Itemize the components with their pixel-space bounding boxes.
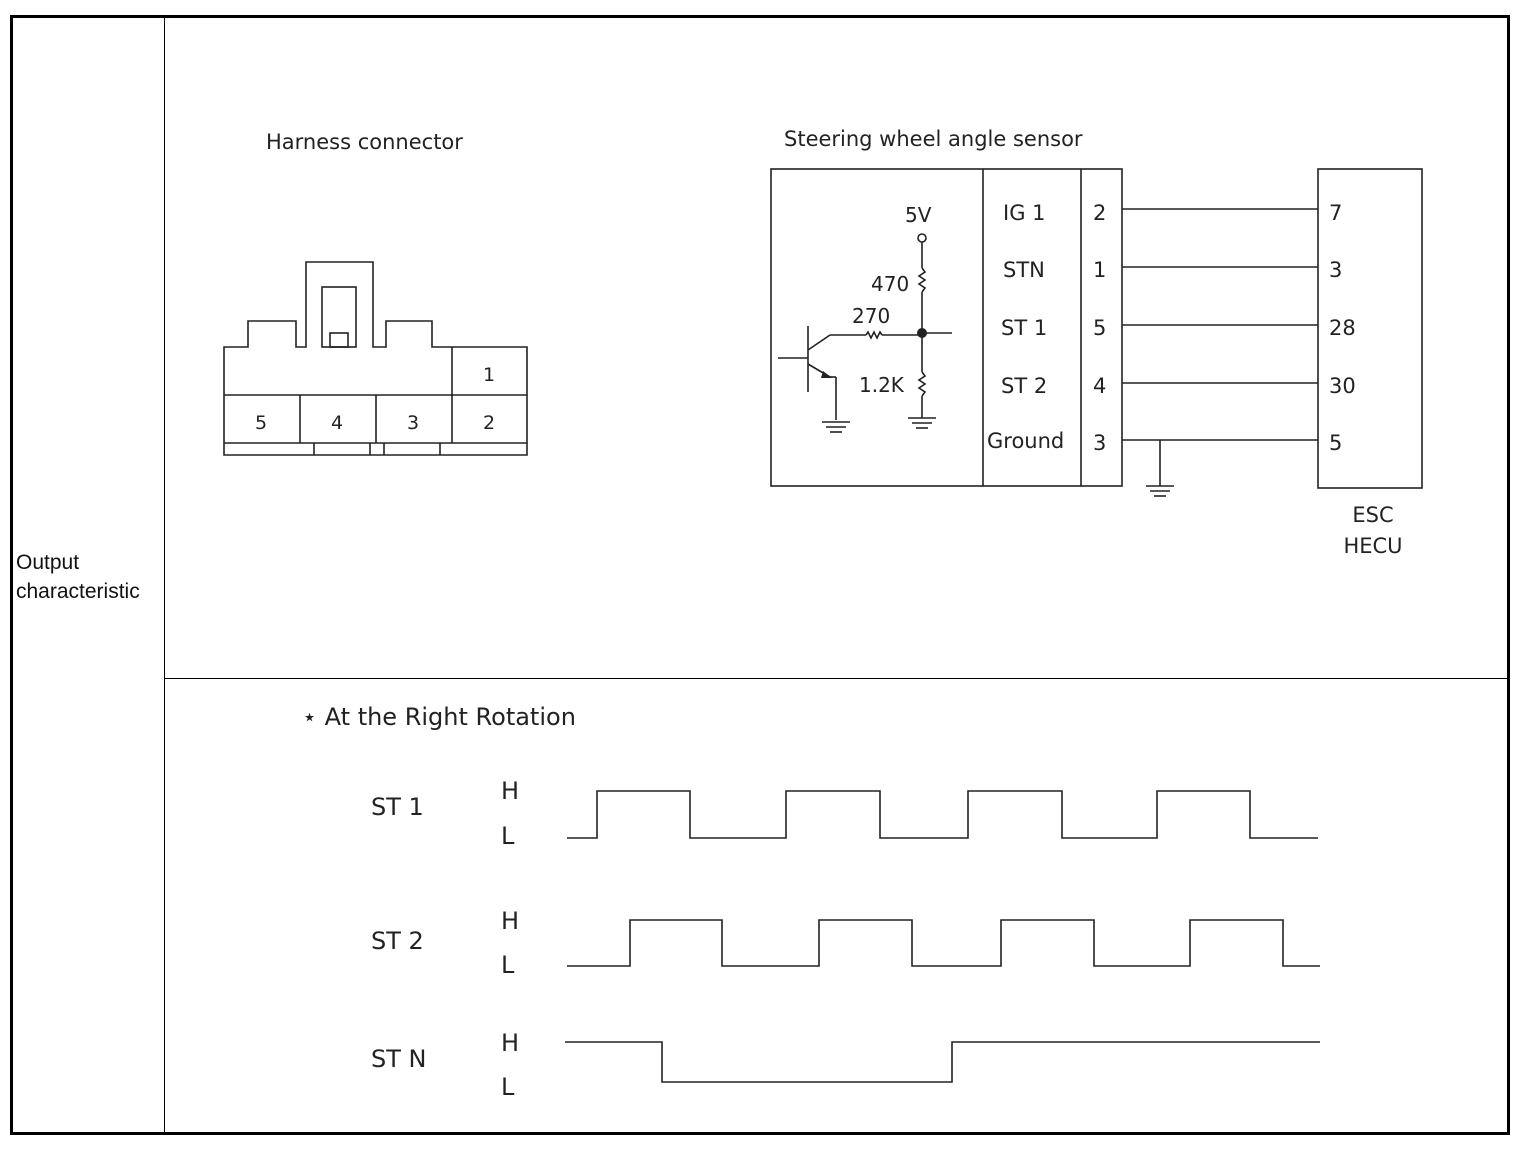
ground-icon — [822, 421, 850, 433]
timing-row-st1: ST 1 H L — [371, 777, 1318, 850]
signal-name: ST N — [371, 1045, 426, 1073]
signal-row-stn: STN 1 3 — [1003, 258, 1342, 282]
signal-name: Ground — [987, 429, 1064, 453]
low-label: L — [501, 822, 515, 850]
timing-title: ⋆ At the Right Rotation — [302, 703, 576, 731]
signal-name: ST 2 — [371, 927, 424, 955]
signal-name: STN — [1003, 258, 1045, 282]
resistor-1-2k — [917, 371, 927, 397]
high-label: H — [501, 907, 519, 935]
high-label: H — [501, 777, 519, 805]
signal-name: ST 2 — [1001, 374, 1047, 398]
timing-row-st2: ST 2 H L — [371, 907, 1320, 979]
waveform — [567, 790, 1318, 839]
ecu-pin: 30 — [1329, 374, 1356, 398]
pin-label: 2 — [483, 412, 495, 434]
waveform — [567, 919, 1320, 967]
row-label-line-1: Output — [16, 551, 80, 574]
ecu-label-line-1: ESC — [1352, 503, 1393, 527]
signal-name: IG 1 — [1003, 201, 1046, 225]
pin-label: 1 — [483, 364, 495, 386]
ecu-pin: 5 — [1329, 431, 1342, 455]
resistor-270 — [865, 330, 883, 340]
connector-latch-tab — [329, 332, 349, 348]
harness-title: Harness connector — [266, 130, 463, 154]
resistor-470 — [917, 267, 927, 293]
row-divider — [165, 678, 1510, 679]
sensor-box — [770, 168, 1123, 487]
sensor-pin: 1 — [1093, 258, 1106, 282]
ecu-box — [1317, 168, 1423, 489]
signal-row-ground: Ground 3 5 — [987, 429, 1342, 497]
pin-label: 5 — [255, 412, 267, 434]
ecu-pin: 28 — [1329, 316, 1356, 340]
sensor-pin: 2 — [1093, 201, 1106, 225]
sensor-title: Steering wheel angle sensor — [784, 127, 1083, 151]
signal-name: ST 1 — [371, 793, 424, 821]
resistor-270-label: 270 — [852, 304, 890, 328]
ecu-label-line-2: HECU — [1343, 534, 1402, 558]
pin-label: 3 — [407, 412, 419, 434]
row-label-line-2: characteristic — [16, 580, 140, 603]
row-label: Output characteristic — [16, 548, 140, 606]
timing-row-stn: ST N H L — [371, 1029, 1320, 1101]
transistor-icon — [778, 326, 837, 420]
resistor-1-2k-label: 1.2K — [859, 373, 905, 397]
sensor-pin: 3 — [1093, 431, 1106, 455]
resistor-470-label: 470 — [871, 272, 909, 296]
supply-label: 5V — [905, 203, 932, 227]
table-frame — [10, 15, 1510, 1135]
signal-row-st1: ST 1 5 28 — [1001, 316, 1356, 340]
signal-row-ig1: IG 1 2 7 — [1003, 201, 1342, 225]
ground-icon — [1146, 485, 1174, 497]
low-label: L — [501, 951, 515, 979]
high-label: H — [501, 1029, 519, 1057]
ecu-pin: 7 — [1329, 201, 1342, 225]
signal-row-st2: ST 2 4 30 — [1001, 374, 1356, 398]
column-divider — [164, 15, 165, 1135]
low-label: L — [501, 1073, 515, 1101]
pin-label: 4 — [331, 412, 343, 434]
waveform — [565, 1041, 1320, 1083]
ground-icon — [908, 417, 936, 429]
connector-latch — [321, 286, 357, 348]
harness-connector: Harness connector 1 5 4 3 2 — [223, 130, 528, 456]
timing-diagram: ⋆ At the Right Rotation ST 1 H L ST 2 H … — [302, 703, 1320, 1101]
supply-terminal — [917, 233, 927, 243]
sensor-wiring-diagram: Steering wheel angle sensor 5V 470 270 1… — [770, 127, 1423, 558]
signal-name: ST 1 — [1001, 316, 1047, 340]
ecu-pin: 3 — [1329, 258, 1342, 282]
connector-outline — [223, 261, 528, 456]
sensor-pin: 4 — [1093, 374, 1106, 398]
sensor-pin: 5 — [1093, 316, 1106, 340]
